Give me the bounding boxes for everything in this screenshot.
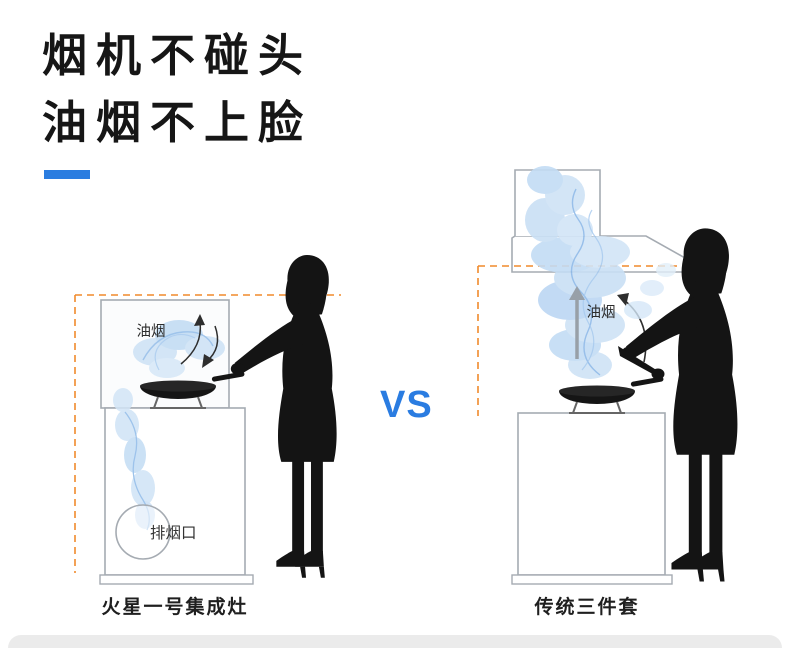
left-scene-caption: 火星一号集成灶 [101, 597, 249, 618]
woman-forearm [618, 346, 660, 378]
right-scene-caption: 传统三件套 [534, 597, 640, 618]
next-section-edge [8, 635, 782, 648]
headline: 烟机不碰头 油烟不上脸 [42, 22, 313, 179]
up-arrow-icon [569, 286, 585, 359]
headline-line-1: 烟机不碰头 [42, 30, 313, 81]
exhaust-outlet-icon [115, 504, 171, 560]
exhaust-outlet-label: 排烟口 [150, 524, 197, 542]
headline-line-2: 油烟不上脸 [42, 97, 313, 148]
integrated-stove-scene: 排烟口 油烟 [74, 254, 341, 585]
smoke-on-face [624, 263, 676, 319]
smoke-swirl [133, 320, 225, 378]
cabinet-base [99, 574, 254, 585]
curved-arrow-icon [180, 314, 219, 368]
counter-base [511, 574, 673, 585]
vs-label: VS [380, 384, 433, 426]
woman-hand [651, 368, 665, 380]
traditional-hood-scene: 油烟 [477, 166, 738, 585]
smoke-plume [525, 166, 630, 379]
headline-accent-bar [44, 170, 90, 179]
wok-pan [558, 375, 665, 414]
right-smoke-label: 油烟 [587, 304, 616, 321]
left-smoke-label: 油烟 [137, 323, 166, 340]
woman-silhouette [230, 254, 337, 578]
stove-counter [517, 412, 666, 576]
